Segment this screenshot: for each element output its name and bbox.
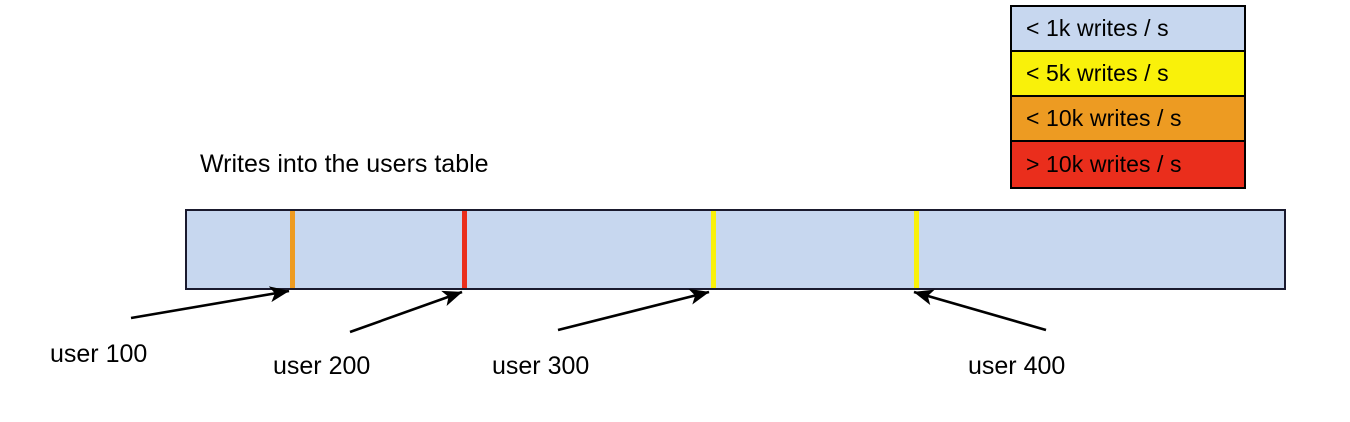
arrow-user-400: [913, 289, 1047, 332]
legend-label-over-10k: > 10k writes / s: [1026, 151, 1182, 177]
legend-row-under-5k: < 5k writes / s: [1012, 52, 1244, 97]
annotation-label-user-300: user 300: [492, 352, 590, 380]
user-100-boundary-stripe: [290, 211, 295, 288]
user-300-boundary-stripe: [711, 211, 716, 288]
legend: < 1k writes / s < 5k writes / s < 10k wr…: [1010, 5, 1246, 189]
arrow-user-300: [557, 288, 710, 332]
annotation-label-user-100: user 100: [50, 340, 148, 368]
legend-label-under-1k: < 1k writes / s: [1026, 15, 1169, 41]
annotation-label-user-400: user 400: [968, 352, 1066, 380]
legend-row-under-1k: < 1k writes / s: [1012, 7, 1244, 52]
annotation-label-user-200: user 200: [273, 352, 371, 380]
legend-label-under-10k: < 10k writes / s: [1026, 105, 1182, 131]
chart-title: Writes into the users table: [200, 150, 489, 178]
user-400-boundary-stripe: [914, 211, 919, 288]
arrow-user-200: [349, 290, 463, 334]
legend-row-over-10k: > 10k writes / s: [1012, 142, 1244, 187]
users-table-band: [185, 209, 1286, 290]
legend-label-under-5k: < 5k writes / s: [1026, 60, 1169, 86]
user-200-boundary-stripe: [462, 211, 467, 288]
legend-row-under-10k: < 10k writes / s: [1012, 97, 1244, 142]
arrow-user-100: [130, 286, 290, 320]
